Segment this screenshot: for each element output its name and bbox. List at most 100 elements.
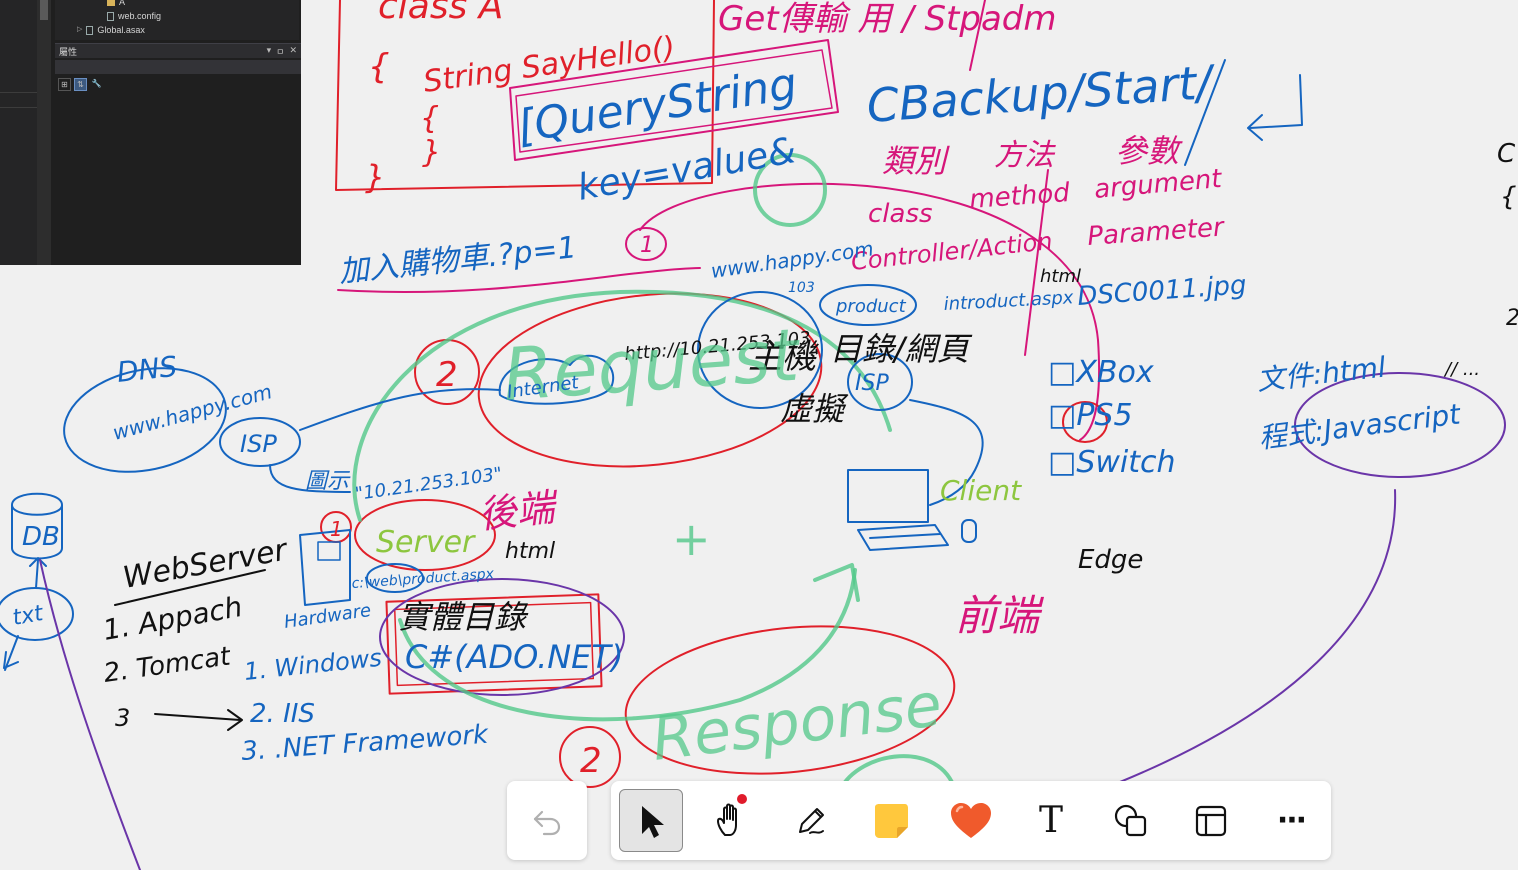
ink-text-three: 3 xyxy=(115,704,130,732)
ink-text-iis: 2. IIS xyxy=(250,699,315,729)
ink-blue-isp-right-ellipse xyxy=(847,353,913,411)
pen-tool-button[interactable] xyxy=(779,789,843,852)
ink-blue-mouse xyxy=(961,519,977,543)
select-arrow-icon xyxy=(642,805,664,838)
ink-text-db: DB xyxy=(22,522,60,552)
ink-purple-js-ellipse xyxy=(1294,372,1506,478)
properties-toolbar: ⊞ ⇅ 🔧 xyxy=(58,78,103,91)
expand-caret-icon[interactable]: ▷ xyxy=(77,26,83,33)
ink-black-arrow-3 xyxy=(154,709,243,731)
ink-text-brace-open: { xyxy=(368,47,390,87)
text-tool-button[interactable]: T xyxy=(1019,789,1083,852)
heart-sticker-icon xyxy=(951,802,991,838)
property-pages-icon[interactable]: 🔧 xyxy=(91,79,102,88)
ink-text-dots: // ... xyxy=(1443,359,1480,380)
ink-text-plus: + xyxy=(672,512,711,566)
ink-text-ps5: □PS5 xyxy=(1048,398,1133,433)
ink-text-happy-url: www.happy.com xyxy=(709,236,875,283)
properties-panel-header: 屬性 ▾ ㅁ ✕ xyxy=(55,43,301,58)
ink-blue-isp-to-client xyxy=(909,399,984,506)
ink-text-web-server: WebServer xyxy=(120,532,291,596)
pin-icon[interactable]: ㅁ xyxy=(276,46,285,57)
hand-tool-button[interactable] xyxy=(699,789,763,852)
ink-text-isp-right: ISP xyxy=(855,371,889,396)
ink-text-class-a: class A xyxy=(378,0,503,27)
file-icon xyxy=(86,25,94,35)
ink-blue-isp-to-internet xyxy=(299,388,501,431)
ink-blue-db-cylinder xyxy=(11,492,63,560)
tree-item-global-asax[interactable]: ▷ Global.asax xyxy=(77,24,145,36)
close-icon[interactable]: ✕ xyxy=(289,44,297,55)
tree-item-a[interactable]: A xyxy=(107,0,125,8)
file-icon xyxy=(107,11,114,21)
undo-button[interactable] xyxy=(507,781,587,860)
ink-text-request: Request xyxy=(500,312,804,417)
ink-text-tomcat: 2. Tomcat xyxy=(102,641,233,689)
ink-text-edge: Edge xyxy=(1078,545,1143,575)
pen-icon xyxy=(799,807,824,834)
ide-left-bar xyxy=(0,92,37,108)
ink-text-brace-close: } xyxy=(365,158,385,196)
ink-text-num-2b: 2 xyxy=(580,741,602,781)
ink-text-response: Response xyxy=(648,670,945,775)
ink-blue-server-screen xyxy=(317,541,341,561)
tree-item-web-config[interactable]: web.config xyxy=(107,10,161,22)
ide-scrollbar[interactable] xyxy=(37,0,51,265)
shapes-tool-button[interactable] xyxy=(1099,789,1163,852)
ink-text-num-1b: 1 xyxy=(640,233,654,258)
folder-icon xyxy=(107,0,115,6)
ink-text-class-word: class xyxy=(868,199,933,229)
ide-scroll-thumb[interactable] xyxy=(40,0,48,20)
ink-green-circle-top xyxy=(753,153,827,227)
properties-title: 屬性 xyxy=(59,46,78,57)
dropdown-icon[interactable]: ▾ xyxy=(266,44,272,55)
ink-text-zhu-ji: 主機 xyxy=(748,337,820,377)
ink-text-client: Client xyxy=(940,474,1022,507)
categorized-icon[interactable]: ⊞ xyxy=(58,78,71,91)
alphabetical-icon[interactable]: ⇅ xyxy=(74,78,87,91)
ink-text-lei-bie: 類別 xyxy=(882,142,950,180)
ink-magenta-circle-1 xyxy=(625,227,667,261)
ink-blue-host-ellipse xyxy=(697,291,823,409)
layout-icon xyxy=(1195,805,1227,836)
select-tool-button[interactable] xyxy=(619,789,683,852)
hand-icon xyxy=(717,803,737,836)
ink-text-wen-jian: 文件:html xyxy=(1255,351,1387,397)
more-options-button[interactable]: ··· xyxy=(1259,789,1323,852)
ink-text-isp-left: ISP xyxy=(240,430,277,458)
ink-text-num-2a: 2 xyxy=(436,355,458,395)
ink-black-underline-webserver xyxy=(114,569,266,606)
sticker-tool-button[interactable] xyxy=(939,789,1003,852)
ink-text-right-brace: { xyxy=(1500,182,1517,212)
ink-text-method-word: method xyxy=(968,178,1071,215)
ink-green-circle-bottom xyxy=(838,754,957,792)
ink-text-xu-ni: 虛擬 xyxy=(780,390,849,428)
ink-text-server: Server xyxy=(376,525,476,560)
ink-red-ps5-circle xyxy=(1062,401,1108,443)
sticky-note-tool-button[interactable] xyxy=(859,789,923,852)
ink-purple-right-curve xyxy=(1099,489,1397,791)
ink-text-hardware: Hardware xyxy=(283,600,373,633)
ink-text-tu-wei: 圖示 xyxy=(305,469,351,494)
ink-text-qian-duan: 前端 xyxy=(955,591,1045,640)
more-icon: ··· xyxy=(1276,802,1307,838)
ink-text-hou-duan: 後端 xyxy=(476,485,561,537)
ink-purple-left-curve xyxy=(39,559,141,870)
ink-purple-csharp-ellipse xyxy=(379,578,625,696)
properties-object-selector[interactable] xyxy=(55,60,301,74)
ink-blue-db-arrows xyxy=(3,557,47,671)
layout-tool-button[interactable] xyxy=(1179,789,1243,852)
ink-blue-dns-ellipse xyxy=(63,367,227,473)
tree-item-label: A xyxy=(119,0,126,7)
whiteboard-toolbar: T ··· xyxy=(611,781,1331,860)
solution-explorer-tree: A web.config ▷ Global.asax xyxy=(55,0,299,40)
ink-blue-return-arrow xyxy=(1247,74,1303,141)
ink-text-txt: txt xyxy=(11,601,47,631)
ink-text-backup-start: CBackup/Start/ xyxy=(865,55,1218,133)
ink-text-get-transfer: Get傳輸 用 / Stpadm xyxy=(718,0,1057,39)
ink-text-html-word: html xyxy=(1040,266,1081,287)
ink-text-html-note: html xyxy=(505,539,555,564)
ink-text-ip-103: 103 xyxy=(788,280,815,296)
ink-blue-monitor xyxy=(847,469,929,523)
